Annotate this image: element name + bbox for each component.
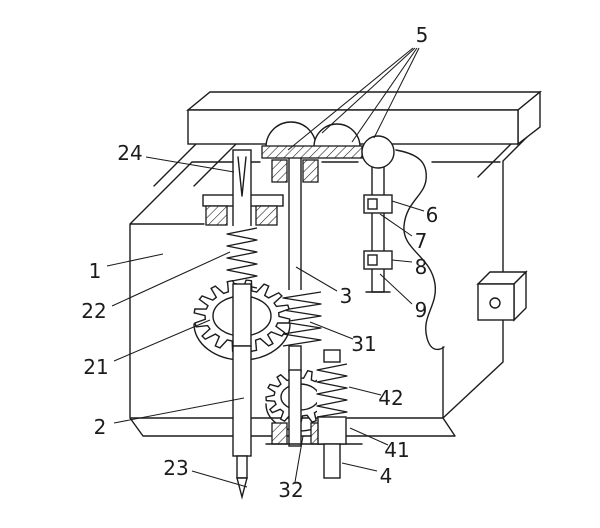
leader-4 [341, 462, 378, 472]
label-31: 31 [351, 332, 376, 356]
drill-tip-23 [236, 477, 248, 500]
leader-5c [351, 47, 418, 143]
upper-bearing-right [302, 159, 319, 183]
housing-edges [129, 126, 538, 437]
spindle-tip-collar [236, 455, 248, 479]
worm-thread-31 [282, 291, 322, 347]
side-worm-thread-42 [316, 363, 348, 418]
top-cover-group [261, 121, 395, 169]
link-block-upper-bolt [367, 198, 378, 210]
label-8: 8 [415, 255, 428, 279]
knob-hole [489, 297, 501, 309]
knob-front-face [477, 283, 515, 321]
label-6: 6 [426, 203, 439, 227]
spindle-through-shaft [232, 283, 252, 347]
link-assembly [363, 165, 393, 293]
leader-1 [106, 253, 164, 267]
top-beam [186, 90, 542, 146]
label-1: 1 [89, 259, 102, 283]
link-bar [371, 165, 385, 293]
leader-24 [145, 156, 235, 173]
label-42: 42 [378, 386, 403, 410]
leader-5d [373, 47, 420, 139]
leader-3 [295, 266, 338, 292]
dome-left [265, 121, 317, 148]
leader-21 [113, 319, 211, 362]
label-21: 21 [83, 355, 108, 379]
leader-7 [379, 213, 413, 237]
worm-shaft-mid [288, 345, 302, 373]
leader-8 [391, 259, 413, 263]
leader-5a [287, 47, 414, 151]
leader-5b [321, 47, 416, 134]
housing-outline [129, 126, 538, 437]
spring-22 [226, 227, 258, 289]
label-24: 24 [117, 141, 142, 165]
spindle-shaft-2 [232, 345, 252, 457]
worm-shaft-lower [288, 369, 302, 447]
upper-bearing-left [271, 159, 288, 183]
leader-6 [391, 200, 425, 212]
leader-42 [348, 386, 382, 396]
leader-22 [111, 251, 231, 307]
hatched-top-plate [261, 145, 363, 159]
leader-32 [294, 435, 304, 483]
side-worm-head [323, 349, 341, 363]
leader-9 [379, 273, 413, 305]
label-23: 23 [163, 456, 188, 480]
leader-2 [113, 397, 245, 424]
label-32: 32 [278, 478, 303, 502]
worm-shaft-assembly [265, 151, 363, 447]
label-2: 2 [94, 415, 107, 439]
leader-23 [191, 470, 248, 488]
leader-31 [309, 321, 354, 340]
lower-bearing-left [271, 422, 288, 445]
link-ball [361, 135, 395, 169]
quill-taper [237, 156, 247, 197]
leader-41 [349, 427, 389, 446]
leader-lines [106, 47, 425, 488]
lower-shaft-4 [323, 443, 341, 479]
label-22: 22 [81, 299, 106, 323]
cutaway-break-line [395, 149, 445, 351]
reference-labels: 5 24 1 22 21 2 23 3 31 32 6 7 8 9 42 41 … [81, 23, 438, 502]
label-9: 9 [415, 298, 428, 322]
spindle-bearing-left [205, 205, 228, 226]
label-4: 4 [380, 464, 393, 488]
spindle-bearing-right [255, 205, 278, 226]
worm-shaft-upper [288, 151, 302, 293]
link-block-lower-bolt [367, 254, 378, 266]
knob-block [476, 270, 528, 322]
label-5: 5 [416, 23, 429, 47]
label-3: 3 [340, 284, 353, 308]
label-7: 7 [415, 229, 428, 253]
spindle-assembly [193, 149, 291, 500]
label-41: 41 [384, 438, 409, 462]
side-worm-assembly [316, 349, 348, 479]
bearing-block-41 [317, 416, 347, 445]
